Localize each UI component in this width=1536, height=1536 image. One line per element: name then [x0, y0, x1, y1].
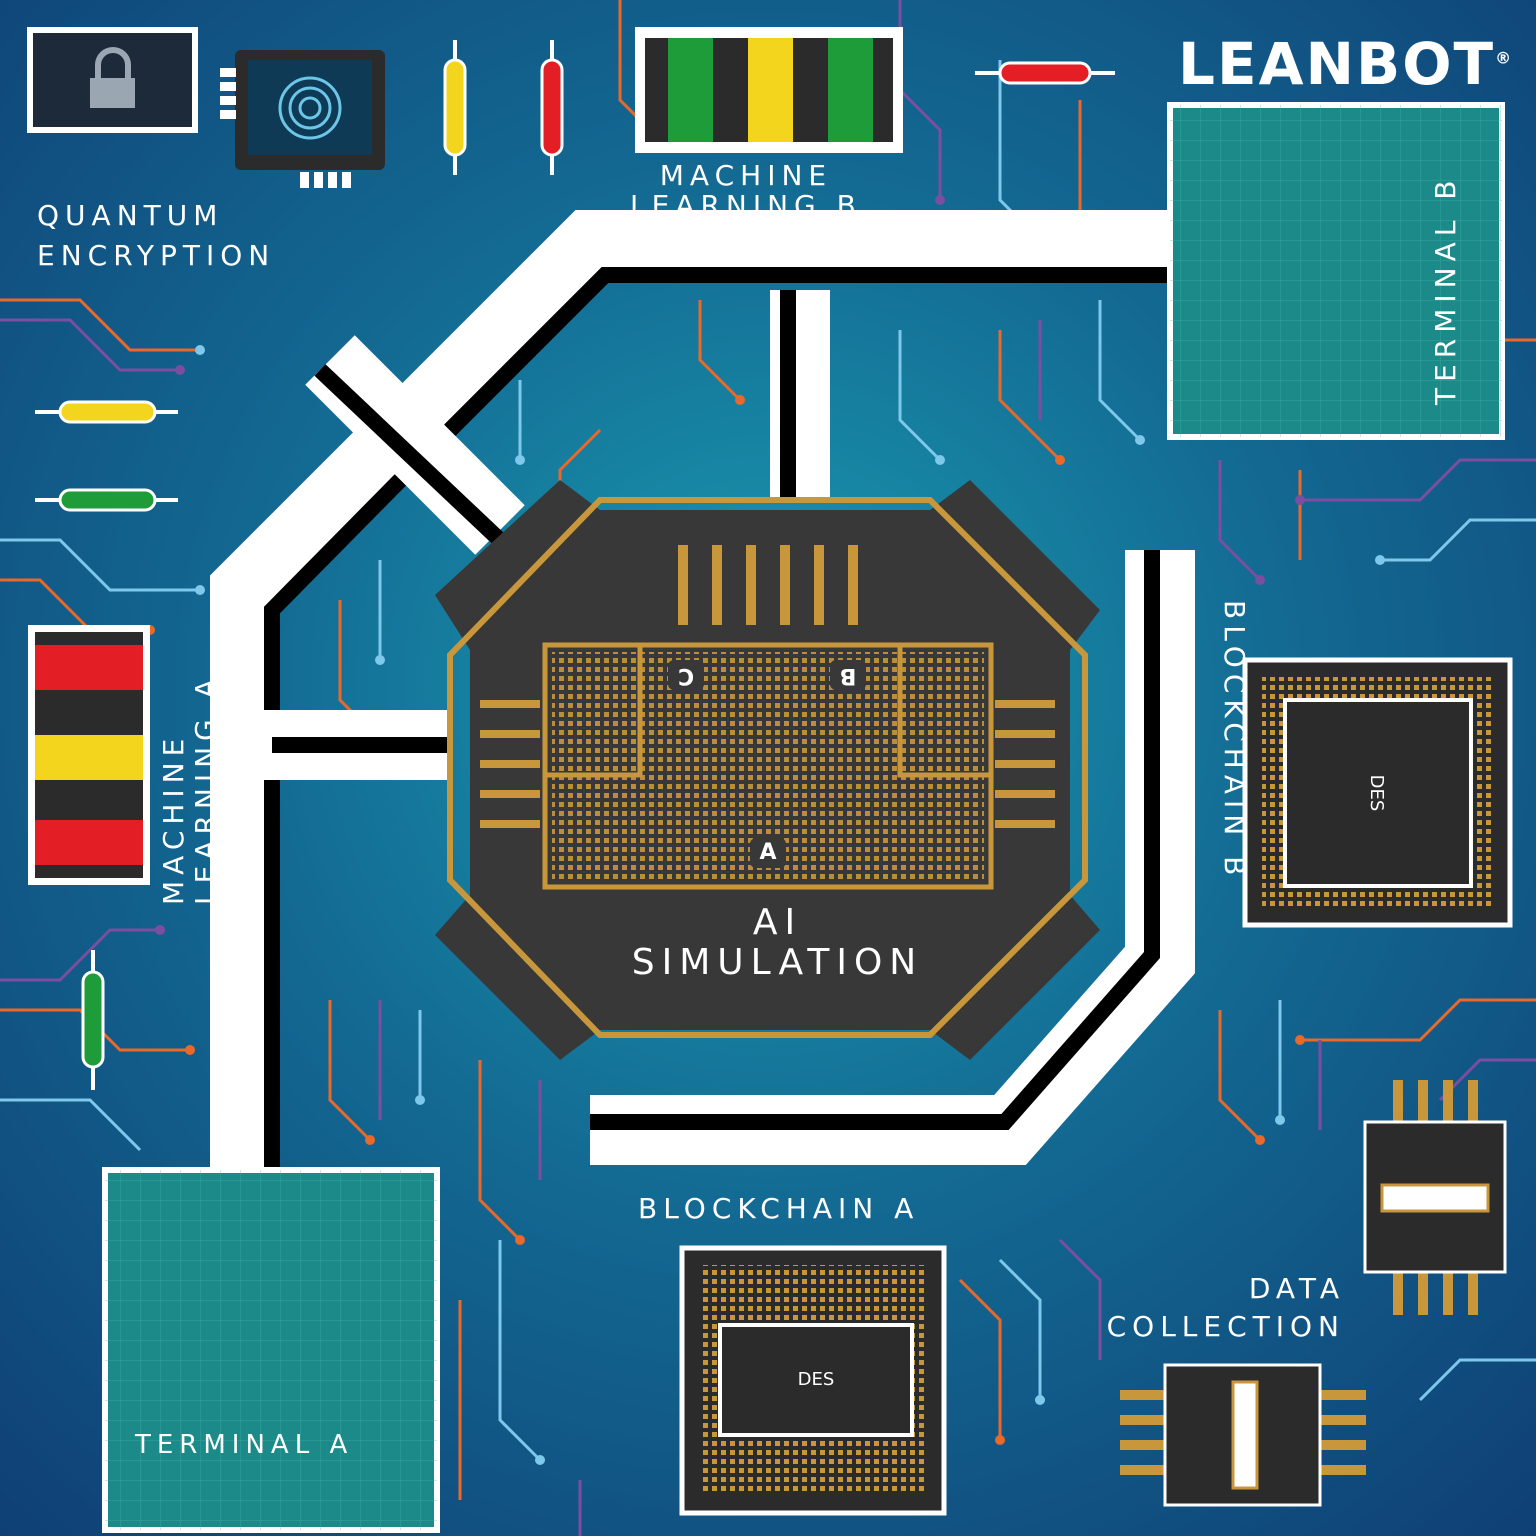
machine-learning-a-line1: MACHINE	[157, 732, 190, 905]
fingerprint-chip	[220, 50, 385, 188]
terminal-a-pad[interactable]	[102, 1167, 440, 1533]
terminal-b-label: TERMINAL B	[1429, 174, 1462, 405]
machine-learning-b-line1: MACHINE	[659, 159, 833, 192]
blockchain-a-label: BLOCKCHAIN A	[638, 1192, 920, 1225]
resistor-red-vertical	[540, 40, 564, 175]
ai-simulation-line1: AI	[752, 902, 803, 943]
fingerprint-icon	[278, 76, 342, 140]
machine-learning-b-label: MACHINE LEARNING B	[630, 162, 862, 220]
terminal-a-label: TERMINAL A	[135, 1430, 354, 1460]
resistor-yellow-horizontal	[35, 400, 178, 424]
resistor-green-vertical	[81, 950, 105, 1090]
padlock-icon	[90, 47, 135, 108]
logo-text: LEANBOT	[1178, 30, 1496, 98]
machine-learning-a-card[interactable]	[28, 625, 150, 885]
resistor-green-horizontal	[35, 488, 178, 512]
resistor-red-horizontal	[975, 61, 1115, 85]
pad-label-b: B	[830, 660, 866, 690]
data-chip-horizontal	[1120, 1363, 1366, 1507]
data-collection-line2: COLLECTION	[1106, 1310, 1345, 1343]
leanbot-logo: LEANBOT®	[1178, 30, 1513, 98]
quantum-encryption-line1: QUANTUM	[37, 199, 224, 232]
des-chip-bottom: DES	[679, 1245, 947, 1516]
line-track	[210, 210, 1195, 1170]
padlock-screen	[27, 27, 198, 133]
ai-simulation-chip[interactable]	[435, 480, 1100, 1060]
ai-simulation-line2: SIMULATION	[631, 942, 924, 983]
machine-learning-b-line2: LEARNING B	[630, 189, 862, 222]
pad-label-c: C	[668, 660, 704, 690]
des-chip-right: DES	[1242, 657, 1513, 928]
data-chip-vertical	[1363, 1080, 1507, 1315]
registered-mark: ®	[1495, 48, 1514, 68]
data-collection-line1: DATA	[1248, 1272, 1345, 1305]
des-logo-icon: DES	[798, 1369, 835, 1390]
blockchain-b-label: BLOCKCHAIN B	[1218, 600, 1251, 882]
ai-simulation-label: AI SIMULATION	[605, 905, 950, 981]
pad-label-a: A	[750, 838, 786, 868]
terminal-b-pad[interactable]	[1167, 102, 1505, 440]
machine-learning-a-line2: LEARNING A	[189, 673, 222, 905]
machine-learning-a-label: MACHINE LEARNING A	[157, 673, 222, 905]
quantum-encryption-label: QUANTUM ENCRYPTION	[37, 202, 275, 270]
resistor-yellow-vertical	[443, 40, 467, 175]
des-logo-icon: DES	[1366, 775, 1387, 812]
machine-learning-b-card[interactable]	[635, 27, 903, 153]
quantum-encryption-line2: ENCRYPTION	[37, 239, 276, 272]
data-collection-label: DATA COLLECTION	[1020, 1275, 1345, 1341]
